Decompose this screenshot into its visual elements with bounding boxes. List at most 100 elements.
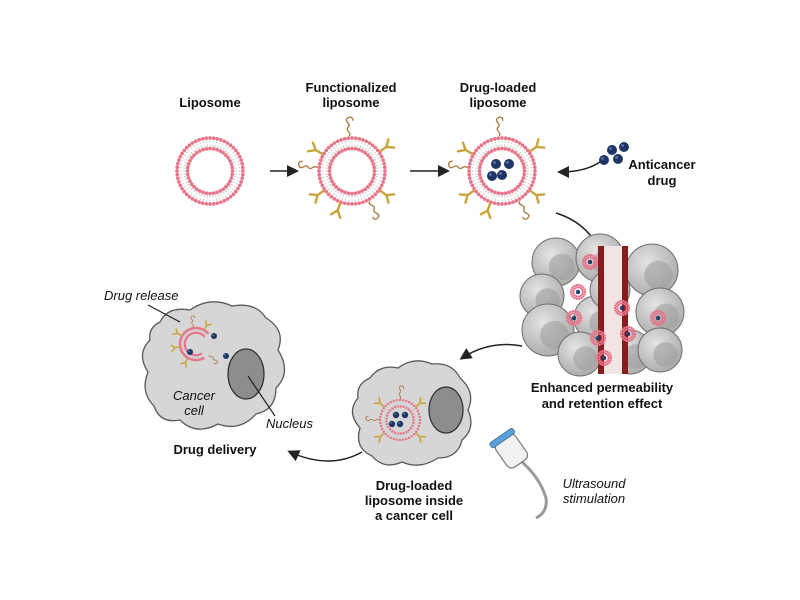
small-liposome: [649, 309, 667, 327]
anticancer-drug-icon: [599, 142, 629, 165]
small-liposome: [589, 329, 607, 347]
antibody-icon: [172, 328, 182, 337]
arrow-to-delivery: [287, 450, 363, 462]
drug-particle: [401, 411, 409, 419]
peptide-icon: [495, 116, 504, 137]
small-liposome: [595, 349, 613, 367]
drug-particle: [388, 420, 396, 428]
drug-particle: [619, 142, 629, 152]
lipid-heads: [175, 136, 245, 206]
lipid-heads: [569, 283, 587, 301]
label-inside-2: liposome inside: [364, 493, 464, 508]
label-inside-1: Drug-loaded: [375, 478, 453, 493]
peptide-icon: [345, 116, 354, 137]
blood-vessel: [598, 246, 628, 374]
drug-particle: [497, 170, 507, 180]
label-anticancer-2: drug: [647, 173, 677, 188]
lipid-heads: [378, 398, 422, 442]
peptide-icon: [398, 385, 405, 400]
drug-particle: [396, 420, 404, 428]
label-functionalized-2: liposome: [322, 95, 380, 110]
label-ultrasound-2: stimulation: [562, 491, 626, 506]
drug-particle: [223, 353, 229, 359]
liposome-plain: [175, 136, 245, 206]
label-epr-2: and retention effect: [541, 396, 663, 411]
label-ultrasound-1: Ultrasound: [562, 476, 626, 491]
liposome-drug-loaded: [447, 116, 546, 220]
antibody-icon: [415, 397, 427, 408]
peptide-icon: [447, 160, 468, 170]
drug-particle: [655, 315, 661, 321]
lipid-heads: [589, 329, 607, 347]
antibody-icon: [170, 344, 180, 352]
antibody-icon: [308, 189, 325, 204]
lipid-tails: [381, 401, 419, 439]
peptide-icon: [190, 315, 195, 328]
label-cancer-2: cell: [184, 403, 204, 418]
liposome-functionalized: [297, 116, 396, 220]
lipid-heads: [467, 136, 537, 206]
drug-particle: [587, 259, 593, 265]
antibody-icon: [379, 189, 396, 204]
liposome-releasing: [170, 315, 229, 368]
peptide-icon: [208, 354, 218, 365]
lipid-heads: [613, 299, 631, 317]
drug-particle: [575, 289, 581, 295]
epr-tissue-cluster: [519, 233, 685, 377]
drug-particle: [392, 411, 400, 419]
peptide-icon: [368, 201, 380, 220]
arrow-drug-in: [557, 161, 601, 178]
pointer-drug-release: [147, 304, 181, 323]
drug-particle: [601, 355, 607, 361]
peptide-icon: [297, 160, 318, 170]
tissue-cell: [625, 243, 679, 297]
drug-particle: [613, 154, 623, 164]
label-drug-delivery: Drug delivery: [173, 442, 257, 457]
antibody-icon: [479, 202, 492, 220]
liposome-inside-cell: [365, 385, 427, 443]
small-liposome: [581, 253, 599, 271]
lipid-heads: [595, 349, 613, 367]
antibody-icon: [456, 141, 473, 155]
label-liposome: Liposome: [179, 95, 241, 110]
label-drug-loaded-2: liposome: [469, 95, 527, 110]
lipid-heads: [317, 136, 387, 206]
antibody-icon: [529, 138, 546, 153]
antibody-icon: [329, 202, 342, 220]
peptide-icon: [518, 201, 530, 220]
antibody-icon: [203, 320, 212, 330]
lipid-heads: [649, 309, 667, 327]
peptide-icon: [365, 415, 380, 422]
nucleus-middle: [428, 386, 464, 434]
lipid-heads: [581, 253, 599, 271]
lipid-heads: [619, 325, 637, 343]
antibody-icon: [373, 432, 385, 443]
drug-particle: [504, 159, 514, 169]
arrow-to-cell: [459, 343, 523, 360]
drug-particle: [491, 159, 501, 169]
pointer-nucleus: [247, 375, 276, 417]
ultrasound-probe-icon: [489, 427, 548, 520]
lipid-tails: [179, 140, 241, 202]
antibody-icon: [306, 141, 323, 155]
drug-particle: [599, 155, 609, 165]
drug-particle: [187, 349, 193, 355]
antibody-icon: [415, 432, 427, 443]
label-epr-1: Enhanced permeability: [530, 380, 674, 395]
antibody-icon: [379, 138, 396, 153]
label-functionalized-1: Functionalized: [305, 80, 397, 95]
antibody-icon: [373, 397, 385, 408]
small-liposome: [565, 309, 583, 327]
label-drug-release: Drug release: [104, 288, 179, 303]
label-drug-loaded-1: Drug-loaded: [459, 80, 537, 95]
label-inside-3: a cancer cell: [374, 508, 454, 523]
lipid-tails: [321, 140, 383, 202]
drug-particle: [607, 145, 617, 155]
antibody-icon: [180, 358, 189, 368]
small-liposome: [569, 283, 587, 301]
small-liposome: [619, 325, 637, 343]
drug-particle: [571, 315, 577, 321]
label-nucleus: Nucleus: [266, 416, 313, 431]
tissue-cell: [557, 331, 603, 377]
